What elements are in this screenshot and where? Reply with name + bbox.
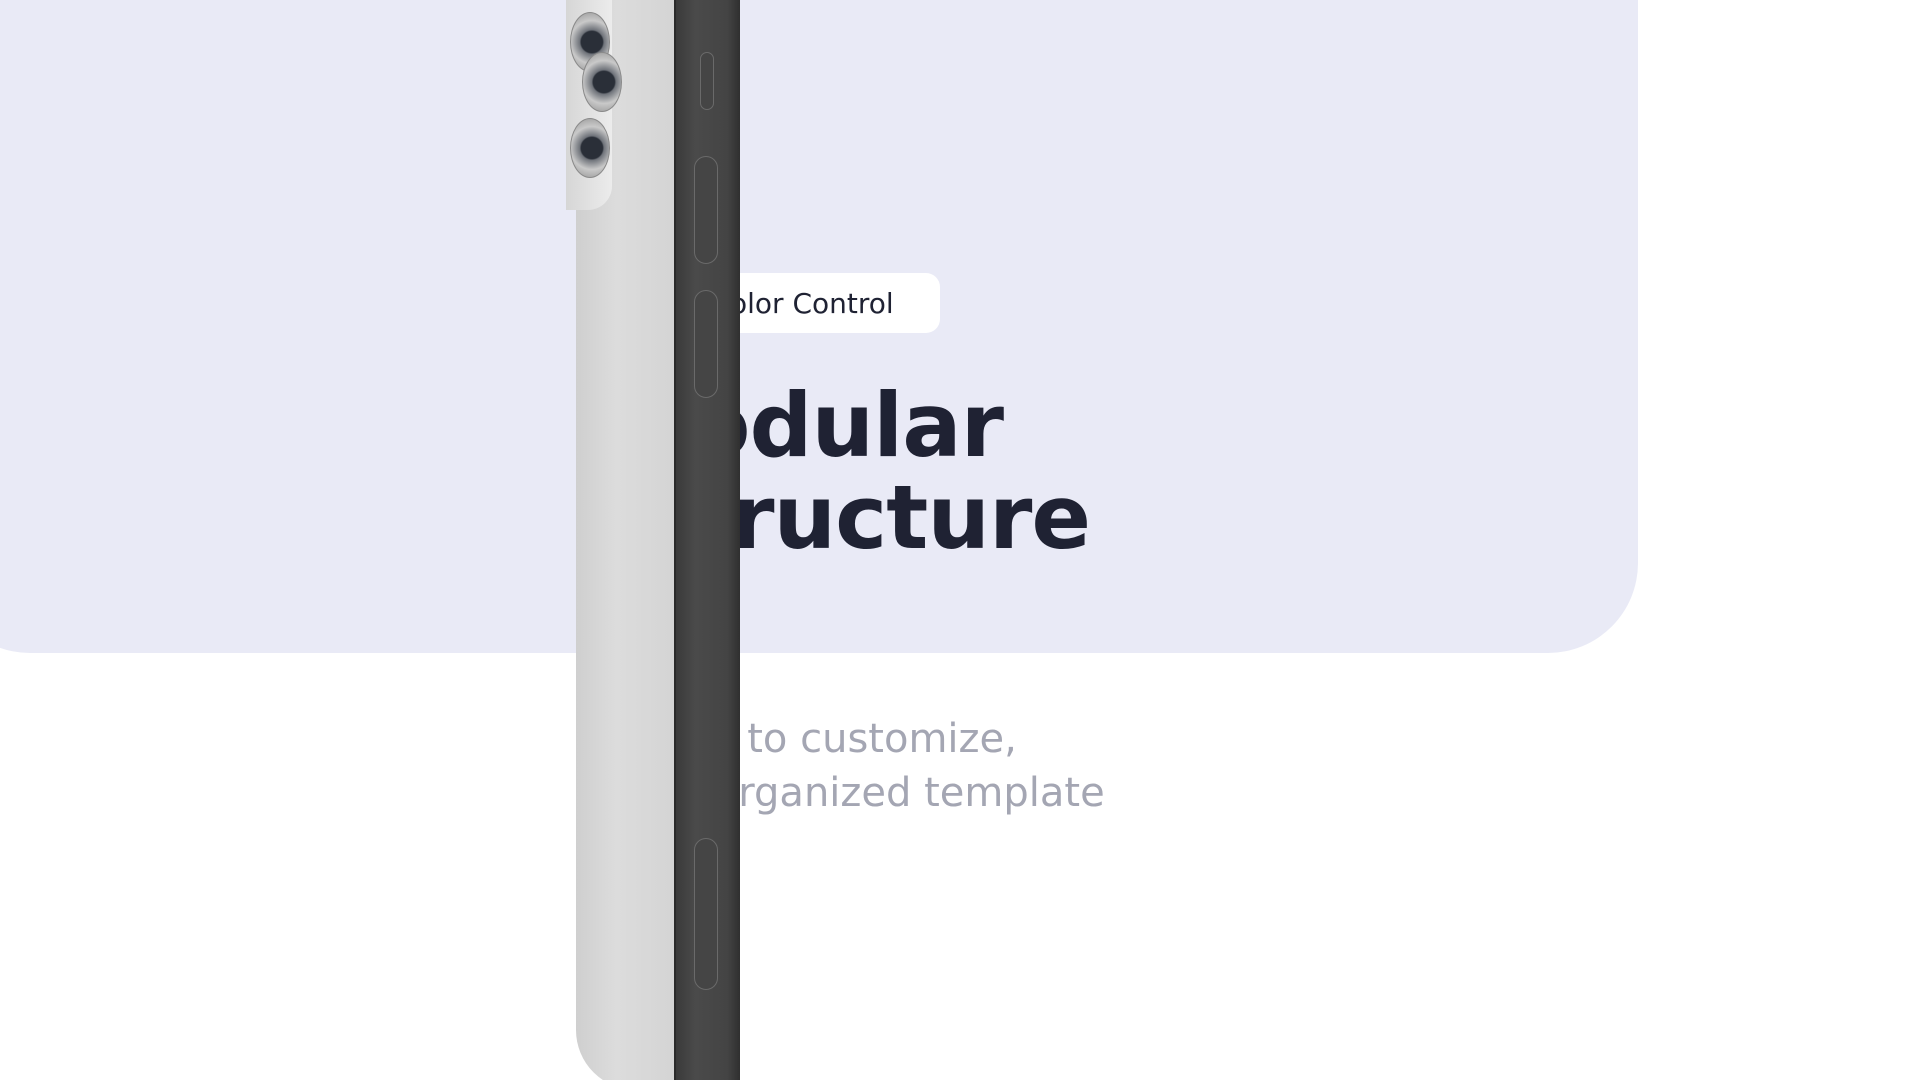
headline-line-1: odular — [690, 374, 1004, 477]
subtext: sy to customize, l organized template — [690, 712, 1105, 820]
subtext-line-1: sy to customize, — [690, 716, 1017, 762]
headline-line-2: tructure — [690, 466, 1091, 569]
phone-side-view — [566, 0, 740, 1080]
subtext-line-2: l organized template — [690, 770, 1105, 816]
feature-badge-label: olor Control — [730, 286, 894, 320]
camera-lens-icon — [582, 52, 622, 112]
headline: odular tructure — [690, 374, 1091, 569]
mute-switch — [700, 52, 714, 110]
volume-up-button — [694, 156, 718, 264]
sim-tray — [694, 838, 718, 990]
camera-lens-icon — [570, 118, 610, 178]
volume-down-button — [694, 290, 718, 398]
